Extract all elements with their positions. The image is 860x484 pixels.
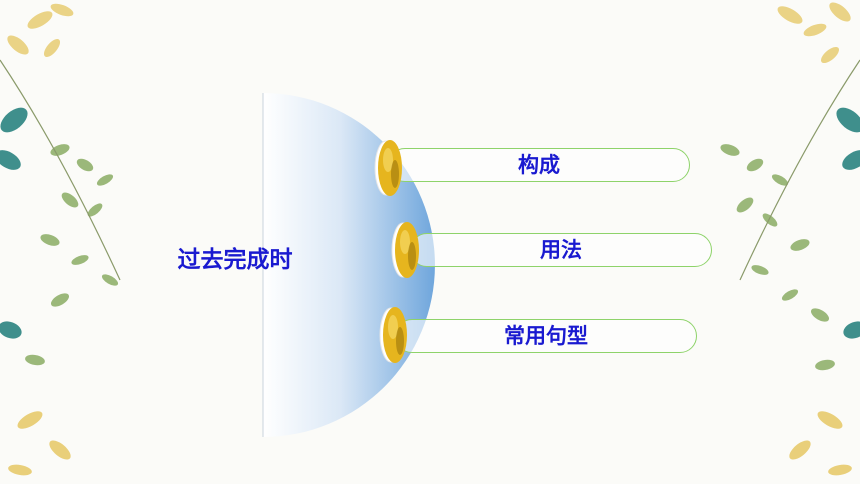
item-label-1: 构成 — [518, 153, 560, 177]
leaf-branch-right-decor — [720, 2, 860, 476]
slide-title: 过去完成时 — [177, 247, 293, 273]
item-label-3: 常用句型 — [504, 324, 588, 348]
bead-icon — [391, 222, 419, 278]
item-pill-3[interactable]: 常用句型 — [395, 319, 697, 353]
bead-icon — [379, 307, 407, 363]
bead-icon — [374, 140, 402, 196]
item-pill-1[interactable]: 构成 — [388, 148, 690, 182]
leaf-branch-top-left-decor — [0, 3, 121, 476]
item-pill-2[interactable]: 用法 — [410, 233, 712, 267]
item-label-2: 用法 — [540, 238, 582, 262]
